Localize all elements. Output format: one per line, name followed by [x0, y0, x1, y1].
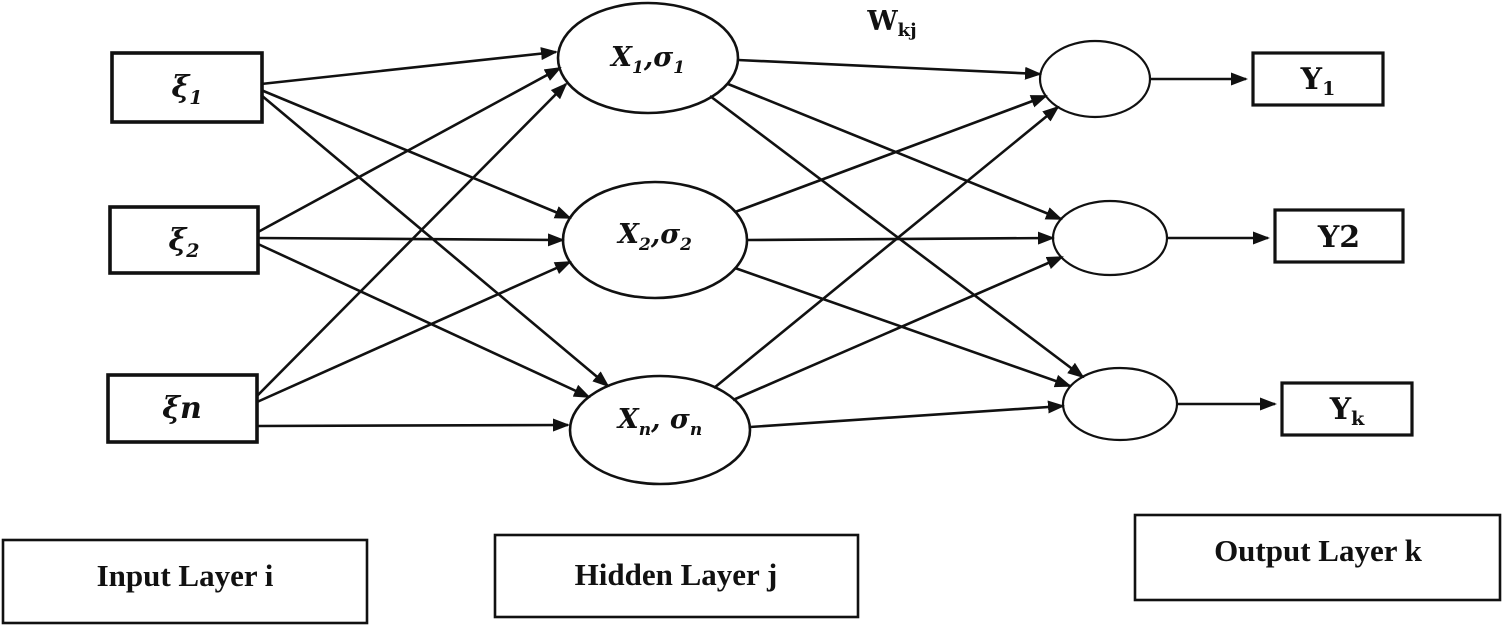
output-box-y2-label: Y2 [1317, 220, 1360, 255]
output-node-1-ellipse [1038, 39, 1152, 119]
output-box-yk [1280, 381, 1414, 437]
input-layer-caption: Input Layer i [97, 558, 274, 593]
edge-input3-hidden1 [256, 82, 568, 397]
layer-captions: Input Layer i Hidden Layer j Output Laye… [1, 513, 1502, 625]
input-node-2-box [108, 205, 260, 275]
edge-hidden2-output1 [734, 94, 1048, 214]
edge-input1-hidden1 [260, 47, 558, 86]
input-node-1-box [110, 51, 264, 124]
output-box-yk-label: Yk [1329, 392, 1365, 430]
edge-hidden3-output1 [713, 105, 1060, 390]
hidden-node-1-ellipse [556, 1, 740, 115]
hidden-node-1-label: X1,σ1 [609, 42, 685, 78]
edge-lines [256, 47, 1277, 432]
output-box-y2 [1273, 208, 1405, 264]
hidden-node-2-label: X2,σ2 [616, 219, 692, 255]
output-layer-caption-box [1133, 513, 1502, 602]
edge-hidden2-output2 [746, 231, 1055, 245]
hidden-layer-nodes [556, 1, 752, 486]
edge-hidden3-output2 [732, 255, 1064, 402]
edge-input2-hidden2 [257, 233, 565, 247]
output-node-k-ellipse [1061, 366, 1179, 442]
edge-hidden3-output3 [749, 400, 1065, 429]
edge-input1-hidden3 [260, 94, 610, 388]
output-node-2-ellipse [1051, 199, 1169, 277]
output-box-y1-label: Y1 [1300, 62, 1336, 100]
weight-label: Wkj [866, 6, 916, 41]
output-box-y1 [1251, 51, 1385, 107]
hidden-node-n-ellipse [568, 374, 752, 486]
edge-hidden1-output1 [737, 58, 1042, 80]
input-node-n-label: ξn [162, 391, 202, 426]
edge-input3-hidden2 [256, 260, 572, 404]
edge-hidden1-output3 [709, 94, 1085, 379]
output-layer-caption: Output Layer k [1214, 533, 1423, 568]
hidden-layer-caption-box [493, 533, 860, 619]
output-layer-nodes [1038, 39, 1414, 442]
input-node-n-box [106, 373, 259, 444]
edge-input2-hidden3 [257, 242, 591, 399]
edge-input3-hidden3 [257, 418, 570, 432]
input-node-1-label: ξ1 [171, 70, 202, 109]
edge-input2-hidden1 [257, 66, 562, 234]
edge-input1-hidden2 [260, 88, 572, 220]
hidden-layer-caption: Hidden Layer j [575, 557, 778, 592]
input-layer-caption-box [1, 538, 369, 625]
input-layer-nodes [106, 51, 264, 444]
hidden-node-n-label: Xn, σn [616, 404, 702, 440]
input-node-2-label: ξ2 [168, 223, 199, 262]
